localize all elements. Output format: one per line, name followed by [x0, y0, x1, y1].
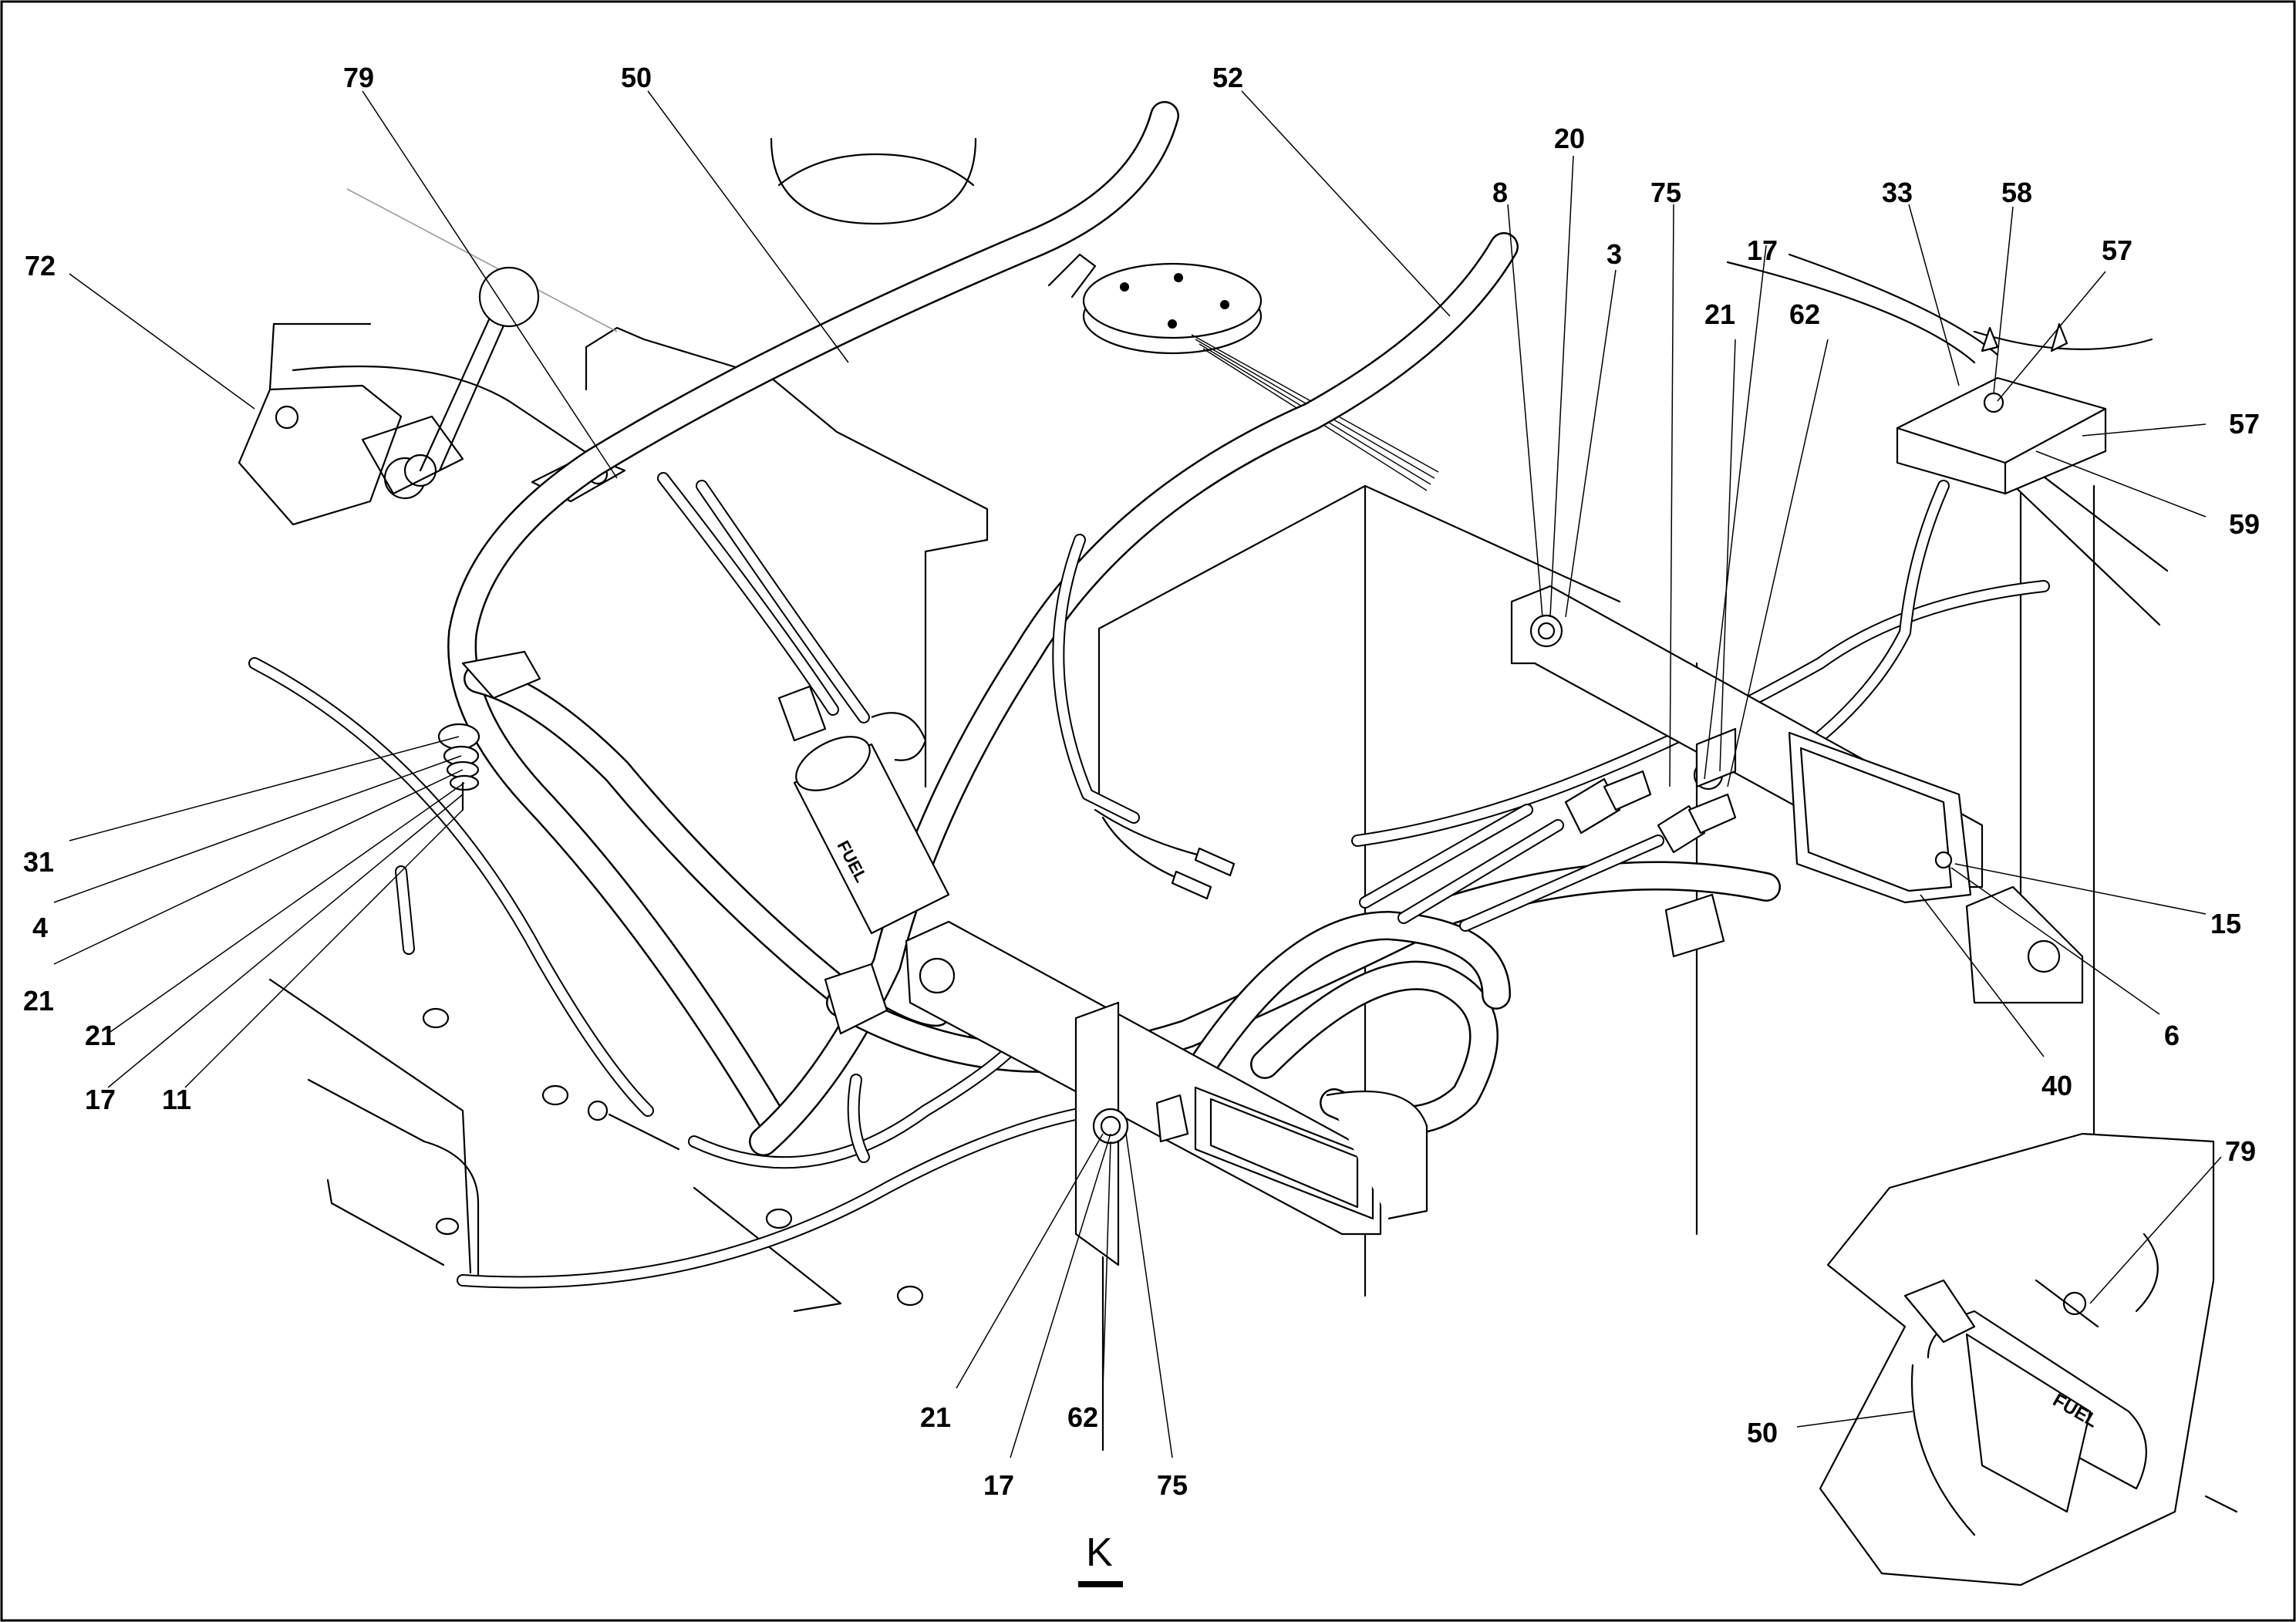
callout-4: 4 — [32, 912, 48, 943]
clamps — [461, 650, 1725, 1035]
callout-21-left-a: 21 — [23, 985, 54, 1017]
view-letter: K — [1086, 1530, 1113, 1575]
detail-inset: FUEL — [1819, 1132, 2238, 1587]
callout-62: 62 — [1789, 298, 1820, 330]
callout-8: 8 — [1492, 177, 1508, 208]
callout-11: 11 — [162, 1084, 191, 1115]
callout-75: 75 — [1650, 177, 1681, 208]
callout-57-side: 57 — [2229, 408, 2260, 440]
leader-lines — [53, 90, 2222, 1458]
callout-33: 33 — [1882, 177, 1913, 208]
tank-body — [268, 137, 2169, 1452]
callout-52: 52 — [1212, 62, 1243, 93]
view-underline — [1078, 1581, 1123, 1587]
callout-21: 21 — [1704, 298, 1735, 330]
callout-50-inset: 50 — [1747, 1417, 1778, 1448]
callout-21-lower: 21 — [920, 1401, 951, 1433]
callout-31: 31 — [23, 846, 54, 878]
studs — [422, 1007, 924, 1307]
callout-50: 50 — [621, 62, 652, 93]
callout-17: 17 — [1747, 234, 1778, 266]
callout-15: 15 — [2210, 908, 2241, 939]
callout-59: 59 — [2229, 508, 2260, 540]
callout-20: 20 — [1554, 123, 1585, 154]
callout-17-left: 17 — [85, 1084, 116, 1115]
fuel-filter: FUEL — [777, 685, 950, 935]
callout-labels: 79 50 52 20 8 75 3 33 58 17 57 21 62 72 … — [23, 62, 2260, 1501]
callout-58: 58 — [2001, 177, 2032, 208]
mounting-block — [1896, 322, 2107, 495]
right-bracket — [1510, 585, 2084, 1004]
callout-21-left-b: 21 — [85, 1020, 116, 1051]
callout-3: 3 — [1607, 238, 1622, 270]
front-plate — [905, 920, 1428, 1266]
hose-50 — [447, 101, 1179, 1133]
callout-72: 72 — [25, 250, 56, 282]
view-marker: K — [1078, 1530, 1123, 1587]
wire-terminals — [587, 808, 1236, 1151]
callout-62-lower: 62 — [1067, 1401, 1098, 1433]
wire-bundle — [248, 472, 2050, 1289]
callout-40: 40 — [2041, 1070, 2072, 1101]
callout-17-lower: 17 — [983, 1469, 1014, 1501]
callout-75-lower: 75 — [1157, 1469, 1188, 1501]
callout-6: 6 — [2164, 1020, 2180, 1051]
callout-57: 57 — [2102, 234, 2132, 266]
callout-79: 79 — [343, 62, 374, 93]
callout-79-inset: 79 — [2225, 1135, 2256, 1167]
connectors — [1564, 727, 1737, 854]
